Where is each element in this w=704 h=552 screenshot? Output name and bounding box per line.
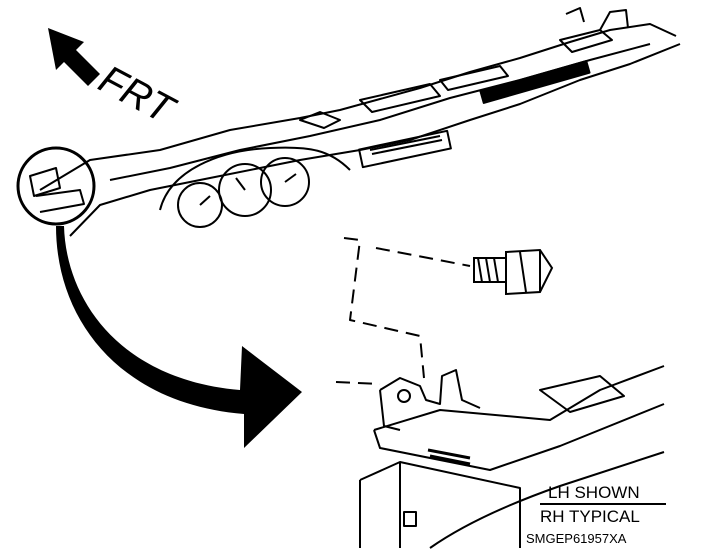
arrow-up-left-icon bbox=[48, 28, 100, 86]
front-label: FRT bbox=[92, 57, 183, 133]
bolt-fastener bbox=[473, 248, 554, 296]
bracket-detail-view bbox=[335, 237, 665, 549]
orientation-note: LH SHOWN RH TYPICAL bbox=[540, 483, 666, 526]
front-direction-indicator: FRT bbox=[48, 28, 183, 133]
note-line-2: RH TYPICAL bbox=[540, 507, 640, 526]
detail-callout-circle bbox=[16, 146, 96, 226]
note-line-1: LH SHOWN bbox=[548, 483, 640, 502]
instrument-panel-overview bbox=[29, 7, 681, 237]
callout-arrow bbox=[56, 226, 302, 448]
figure-id: SMGEP61957XA bbox=[526, 531, 627, 546]
